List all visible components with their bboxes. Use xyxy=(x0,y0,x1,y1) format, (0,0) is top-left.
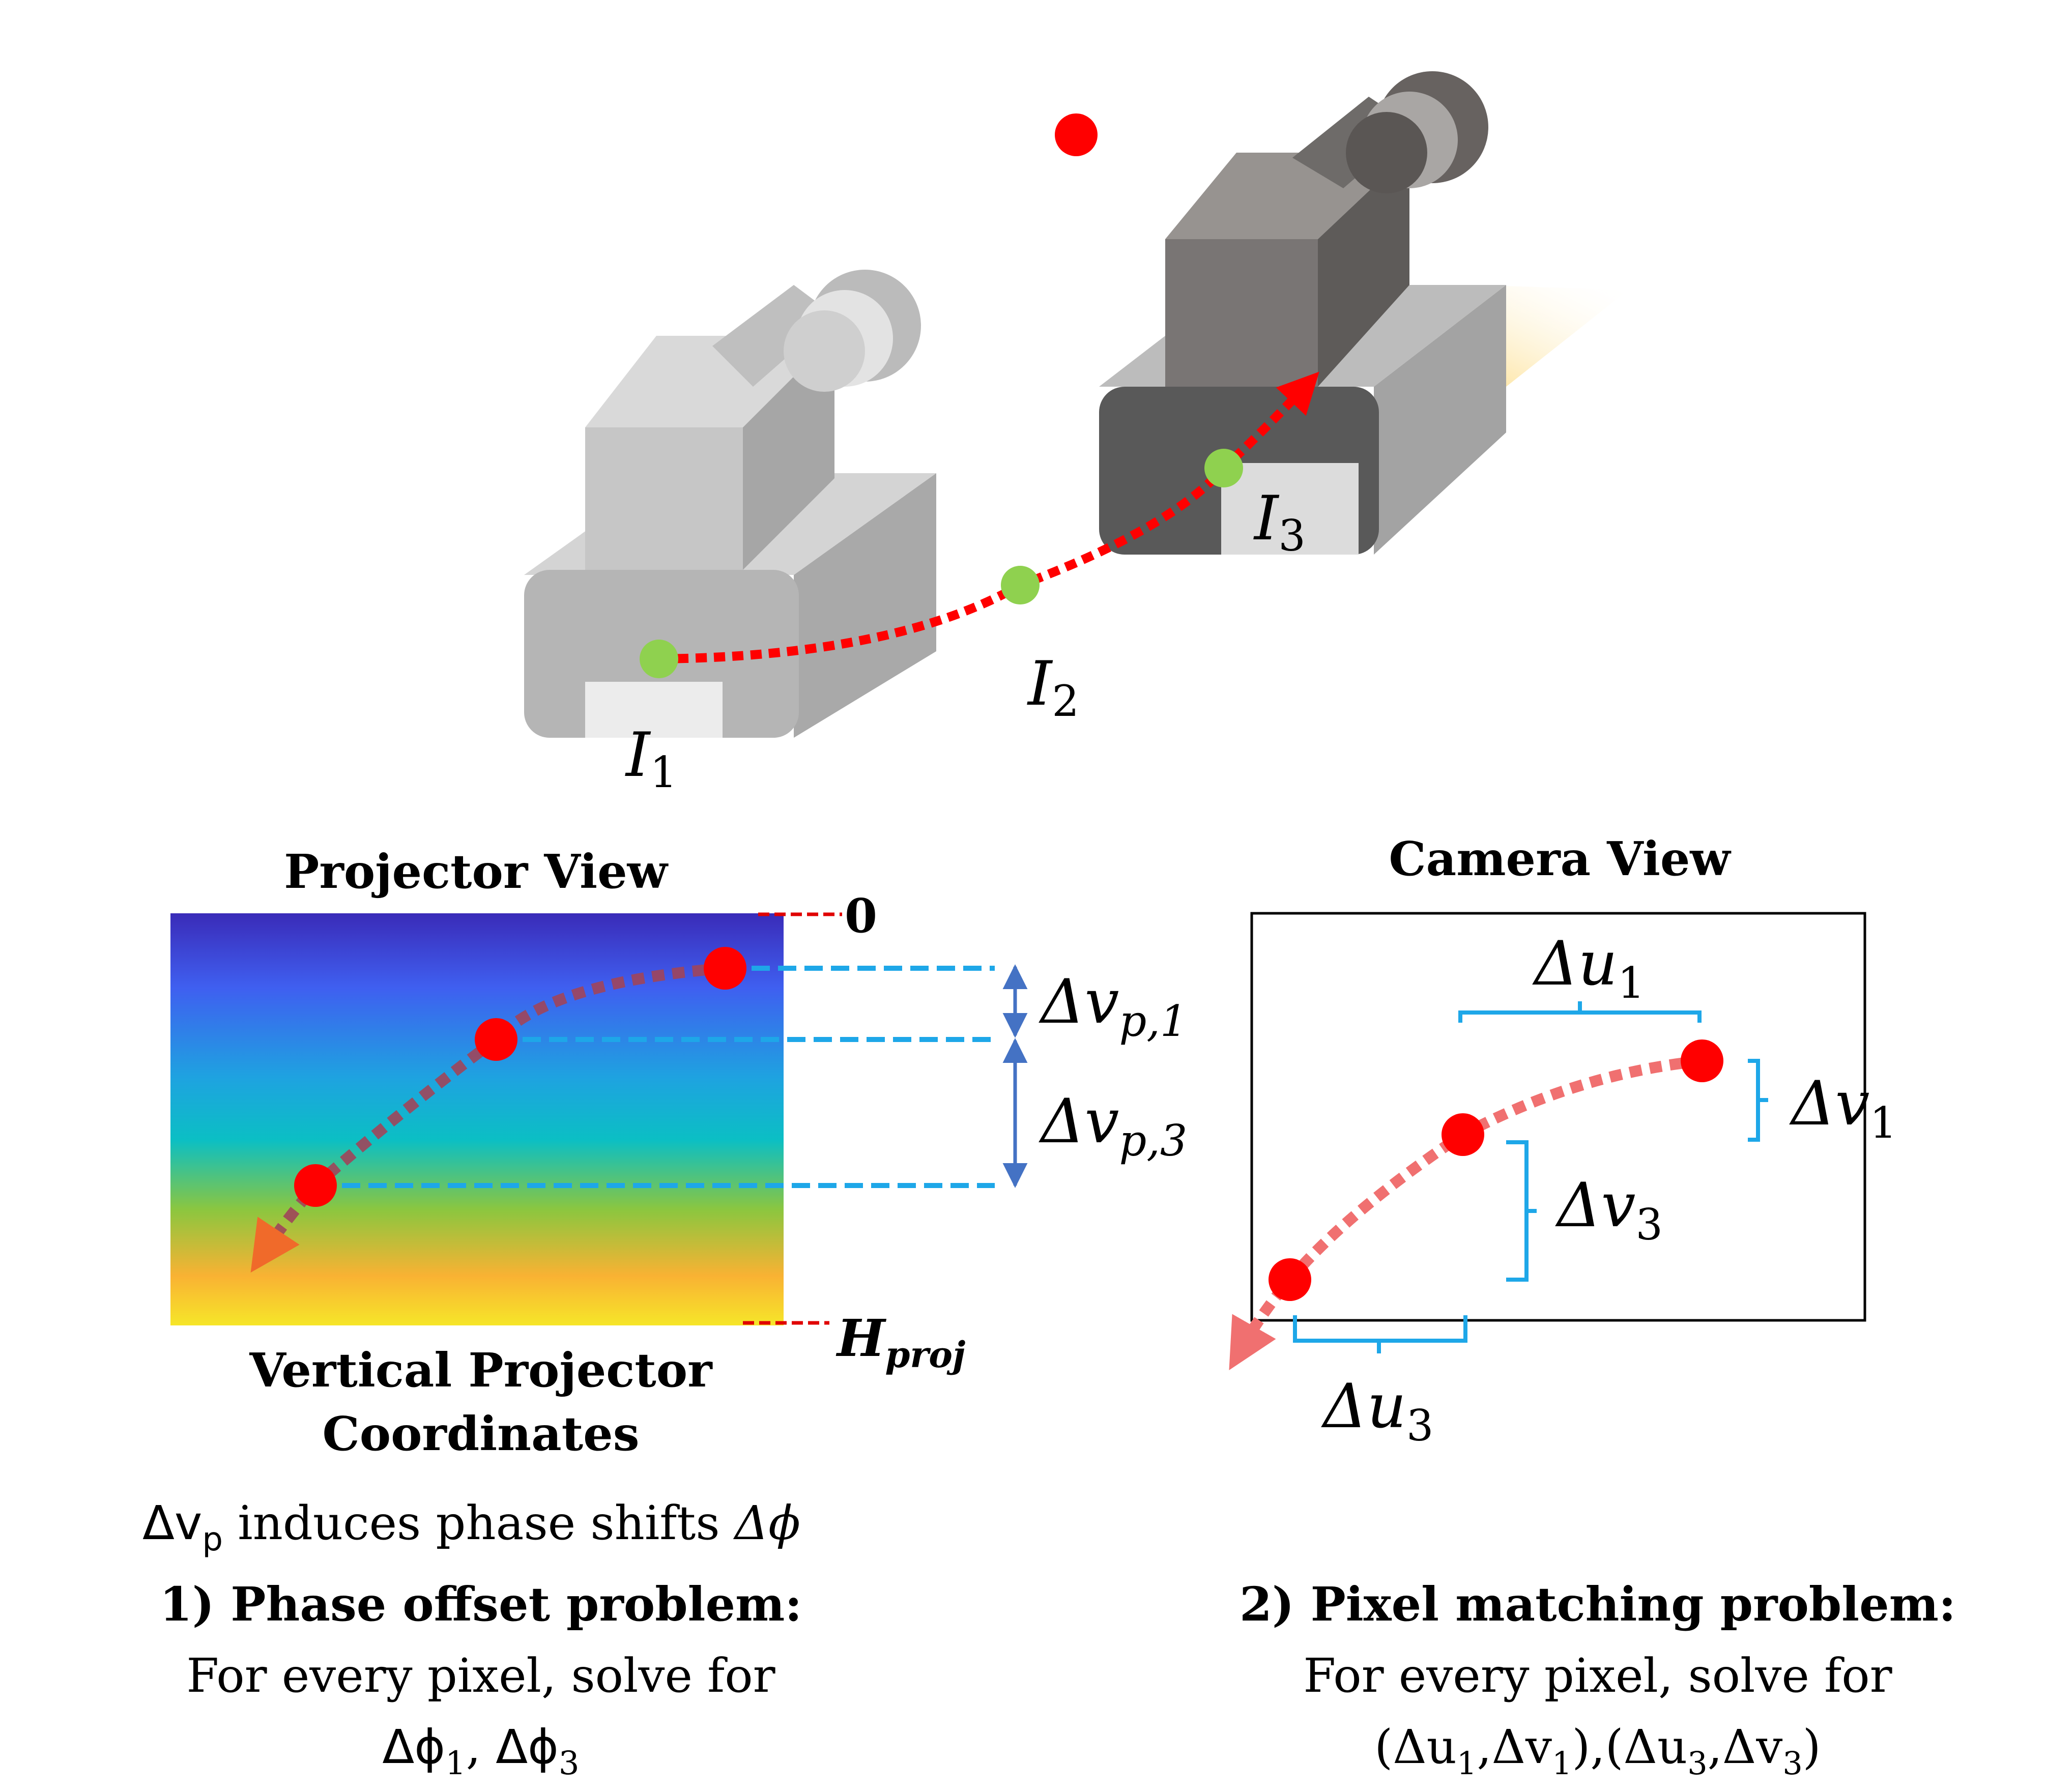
projector-trajectory-arrow xyxy=(250,963,726,1273)
dv3-label: Δv3 xyxy=(1555,1170,1663,1250)
dv3-bracket xyxy=(1506,1140,1537,1282)
camera-3-label: I3 xyxy=(1253,483,1306,561)
camera-scene: I1 I2 I3 xyxy=(524,71,1628,797)
problem-1-heading: 1) Phase offset problem: xyxy=(160,1577,802,1632)
problem-2-line1: For every pixel, solve for xyxy=(1303,1649,1892,1703)
problem-2-heading: 2) Pixel matching problem: xyxy=(1240,1577,1956,1632)
camera-1-body xyxy=(524,270,936,738)
camera-3-center-dot xyxy=(1204,449,1243,487)
camera-2-center-dot xyxy=(1001,566,1040,604)
dv-p1-label: Δvp,1 xyxy=(1039,967,1187,1046)
camera-view-title: Camera View xyxy=(1389,831,1732,886)
camera-3-body xyxy=(1099,71,1628,555)
phase-shift-note: Δvp induces phase shifts Δϕ xyxy=(142,1496,800,1558)
projector-point-3 xyxy=(294,1164,337,1207)
scene-point-dot xyxy=(1055,113,1098,156)
h-proj-label: Hproj xyxy=(835,1308,965,1376)
dv1-label: Δv1 xyxy=(1789,1068,1897,1148)
top-value-label: 0 xyxy=(845,888,877,943)
projector-view-title: Projector View xyxy=(284,844,669,899)
du3-bracket xyxy=(1293,1315,1467,1353)
projector-caption-line2: Coordinates xyxy=(322,1406,639,1461)
problem-1-equation: Δϕ1, Δϕ3 xyxy=(382,1720,579,1782)
camera-view-panel: Camera View Δu1 Δv1 Δv3 Δu3 xyxy=(1229,831,1897,1451)
problem-2-equation: (Δu1,Δv1),(Δu3,Δv3) xyxy=(1374,1720,1821,1782)
camera-point-2 xyxy=(1442,1113,1484,1156)
camera-2-label: I2 xyxy=(1027,649,1079,726)
problem-1: 1) Phase offset problem: For every pixel… xyxy=(160,1577,802,1782)
camera-1-label: I1 xyxy=(625,720,677,797)
projector-point-2 xyxy=(475,1018,517,1061)
dv1-bracket xyxy=(1748,1059,1768,1142)
camera-3-lens-panel xyxy=(1221,463,1359,555)
camera-trajectory-arrow-2d xyxy=(1229,1055,1703,1370)
problem-2: 2) Pixel matching problem: For every pix… xyxy=(1240,1577,1956,1782)
camera-view-frame xyxy=(1250,912,1866,1322)
du3-label: Δu3 xyxy=(1321,1371,1433,1451)
camera-point-3 xyxy=(1269,1258,1311,1301)
projector-point-1 xyxy=(704,947,746,990)
camera-point-1 xyxy=(1681,1039,1723,1082)
dv-p3-label: Δvp,3 xyxy=(1039,1086,1187,1166)
du1-label: Δu1 xyxy=(1532,929,1645,1008)
camera-1-lens-panel xyxy=(585,682,723,738)
projector-gradient-image xyxy=(170,913,784,1325)
projector-caption-line1: Vertical Projector xyxy=(249,1343,713,1398)
projector-view-panel: Projector View 0 Hproj Δvp,1 Δvp,3 Verti… xyxy=(142,844,1187,1558)
camera-trajectory-arrow xyxy=(658,371,1319,663)
problem-1-line1: For every pixel, solve for xyxy=(186,1649,775,1703)
camera-1-center-dot xyxy=(640,640,678,678)
du1-bracket xyxy=(1458,1001,1702,1023)
